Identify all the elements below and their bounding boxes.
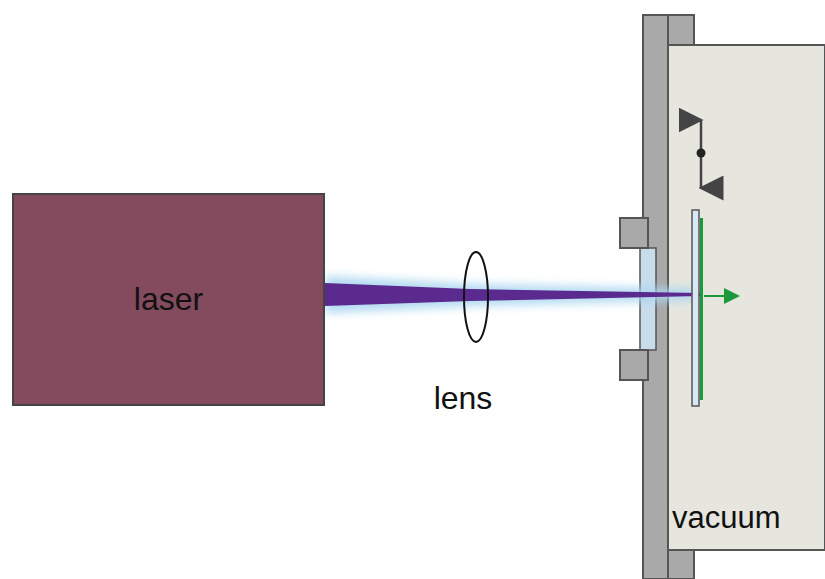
vacuum-label: vacuum	[672, 500, 781, 536]
laser-beam	[325, 283, 700, 306]
lens-symbol	[464, 252, 488, 342]
pivot-dot	[697, 149, 706, 158]
bottom-flange	[668, 550, 694, 579]
node-label: laser	[134, 281, 203, 318]
film	[700, 218, 703, 400]
window-flange	[620, 218, 648, 248]
laser-box: laser	[12, 193, 325, 406]
emission-arrow	[704, 295, 738, 297]
window-flange	[620, 350, 648, 380]
beam-glow	[325, 276, 700, 313]
vacuum-chamber	[668, 45, 825, 550]
lens-label: lens	[434, 380, 493, 417]
top-flange	[668, 15, 694, 45]
substrate	[692, 210, 699, 406]
